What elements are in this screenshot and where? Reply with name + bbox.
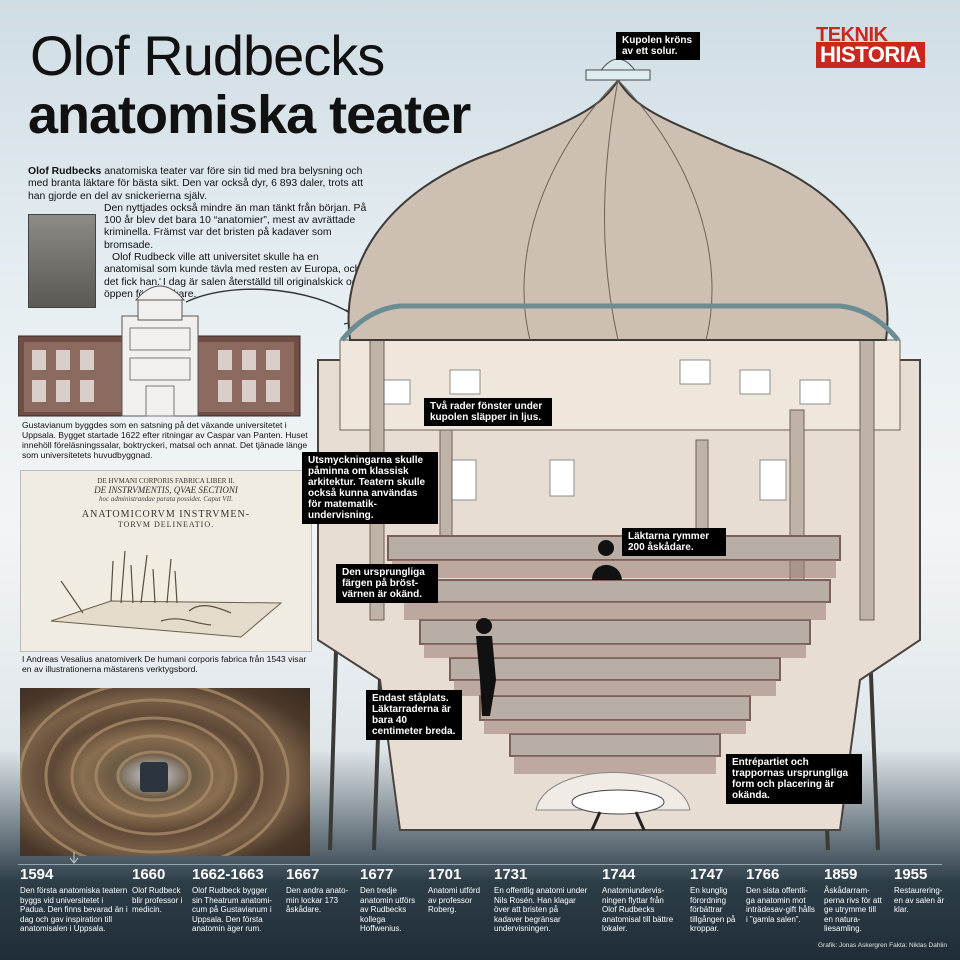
timeline-item-1662: 1662-1663 Olof Rudbeck bygger sin Theatr… <box>192 866 278 934</box>
book-heading-4: ANATOMICORVM INSTRVMEN- <box>81 509 251 520</box>
page-title-line2: anatomiska teater <box>28 85 471 145</box>
timeline-item-1747: 1747 En kunglig förordning förbättrar ti… <box>690 866 742 934</box>
label-color: Den ursprungliga färgen på bröst-värnen … <box>336 564 438 603</box>
timeline-text: En kunglig förordning förbättrar tillgån… <box>690 886 736 933</box>
book-heading-3: hoc administrandae parata possidet. Capu… <box>99 495 233 503</box>
book-heading-5: TORVM DELINEATIO. <box>117 520 215 529</box>
vesalius-caption: I Andreas Vesalius anatomiverk De humani… <box>22 654 307 674</box>
timeline-year: 1766 <box>746 866 780 883</box>
book-heading-2: DE INSTRVMENTIS, QVAE SECTIONI <box>94 485 238 495</box>
label-dome: Kupolen kröns av ett solur. <box>616 32 700 60</box>
intro-lead-bold: Olof Rudbecks <box>28 166 102 177</box>
timeline-text: Olof Rudbeck blir professor i medicin. <box>132 886 183 914</box>
timeline-year: 1747 <box>690 866 724 883</box>
timeline-item-1859: 1859 Åskådarram-perna rivs för att ge ut… <box>824 866 882 934</box>
timeline-text: Den första anatomiska teatern byggs vid … <box>20 886 128 933</box>
timeline-text: Anatomiundervis-ningen flyttar från Olof… <box>602 886 674 933</box>
timeline-text: Anatomi utförd av professor Roberg. <box>428 886 481 914</box>
padua-rings-drawing <box>18 680 290 872</box>
timeline-axis <box>18 864 942 865</box>
timeline-year: 1677 <box>360 866 394 883</box>
page-title-line1: Olof Rudbecks <box>30 24 385 87</box>
label-windows: Två rader fönster under kupolen släpper … <box>424 398 552 426</box>
gustavianum-caption: Gustavianum byggdes som en satsning på d… <box>22 420 308 460</box>
timeline-item-1744: 1744 Anatomiundervis-ningen flyttar från… <box>602 866 676 934</box>
timeline-item-1766: 1766 Den sista offentli-ga anatomin mot … <box>746 866 816 924</box>
timeline-year: 1660 <box>132 866 166 883</box>
vesalius-illustration: DE HVMANI CORPORIS FABRICA LIBER II. DE … <box>20 470 312 652</box>
timeline-text: En offentlig anatomi under Nils Rosén. H… <box>494 886 588 933</box>
rudbeck-portrait <box>28 214 96 308</box>
timeline-text: Den tredje anatomin utförs av Rudbecks k… <box>360 886 416 933</box>
timeline-item-1677: 1677 Den tredje anatomin utförs av Rudbe… <box>360 866 422 934</box>
timeline-year: 1662-1663 <box>192 866 264 883</box>
timeline-year: 1859 <box>824 866 858 883</box>
padua-theatre-photo <box>18 680 310 872</box>
timeline-text: Olof Rudbeck bygger sin Theatrum anatomi… <box>192 886 272 933</box>
gustavianum-drawing <box>18 278 364 417</box>
timeline-item-1701: 1701 Anatomi utförd av professor Roberg. <box>428 866 488 915</box>
anatomical-theatre-illustration <box>317 58 921 851</box>
teknikhistoria-logo: TEKNIK HISTORIA <box>816 24 932 68</box>
timeline: 1594 Den första anatomiska teatern byggs… <box>0 856 960 960</box>
timeline-year: 1955 <box>894 866 928 883</box>
timeline-year: 1744 <box>602 866 636 883</box>
intro-lead-text: anatomiska teater var före sin tid med b… <box>28 166 363 202</box>
caption-pointer-arrow <box>69 852 79 864</box>
timeline-text: Den sista offentli-ga anatomin mot inträ… <box>746 886 815 924</box>
timeline-item-1667: 1667 Den andra anato-min lockar 173 åskå… <box>286 866 352 915</box>
timeline-year: 1594 <box>20 866 54 883</box>
timeline-year: 1701 <box>428 866 462 883</box>
timeline-year: 1667 <box>286 866 320 883</box>
timeline-text: Restaurering-en av salen är klar. <box>894 886 945 914</box>
timeline-text: Åskådarram-perna rivs för att ge utrymme… <box>824 886 882 933</box>
logo-top-text: TEKNIK <box>816 24 888 46</box>
intro-p2: Den nyttjades också mindre än man tänkt … <box>104 202 367 251</box>
timeline-item-1660: 1660 Olof Rudbeck blir professor i medic… <box>132 866 188 915</box>
book-heading-1: DE HVMANI CORPORIS FABRICA LIBER II. <box>97 477 235 485</box>
credit-line: Grafik: Jonas Askergren Fakta: Niklas Da… <box>818 942 947 949</box>
timeline-item-1594: 1594 Den första anatomiska teatern byggs… <box>20 866 130 934</box>
timeline-text: Den andra anato-min lockar 173 åskådare. <box>286 886 349 914</box>
timeline-item-1731: 1731 En offentlig anatomi under Nils Ros… <box>494 866 588 934</box>
label-capacity: Läktarna rymmer 200 åskådare. <box>622 528 726 556</box>
logo-bottom-text: HISTORIA <box>816 42 925 68</box>
label-decor: Utsmyckningarna skulle påminna om klassi… <box>302 452 438 524</box>
timeline-year: 1731 <box>494 866 528 883</box>
timeline-item-1955: 1955 Restaurering-en av salen är klar. <box>894 866 950 915</box>
label-entrance: Entrépartiet och trappornas ursprungliga… <box>726 754 862 804</box>
label-standing: Endast ståplats. Läktarraderna är bara 4… <box>366 690 462 740</box>
tool-table-drawing <box>50 550 283 638</box>
